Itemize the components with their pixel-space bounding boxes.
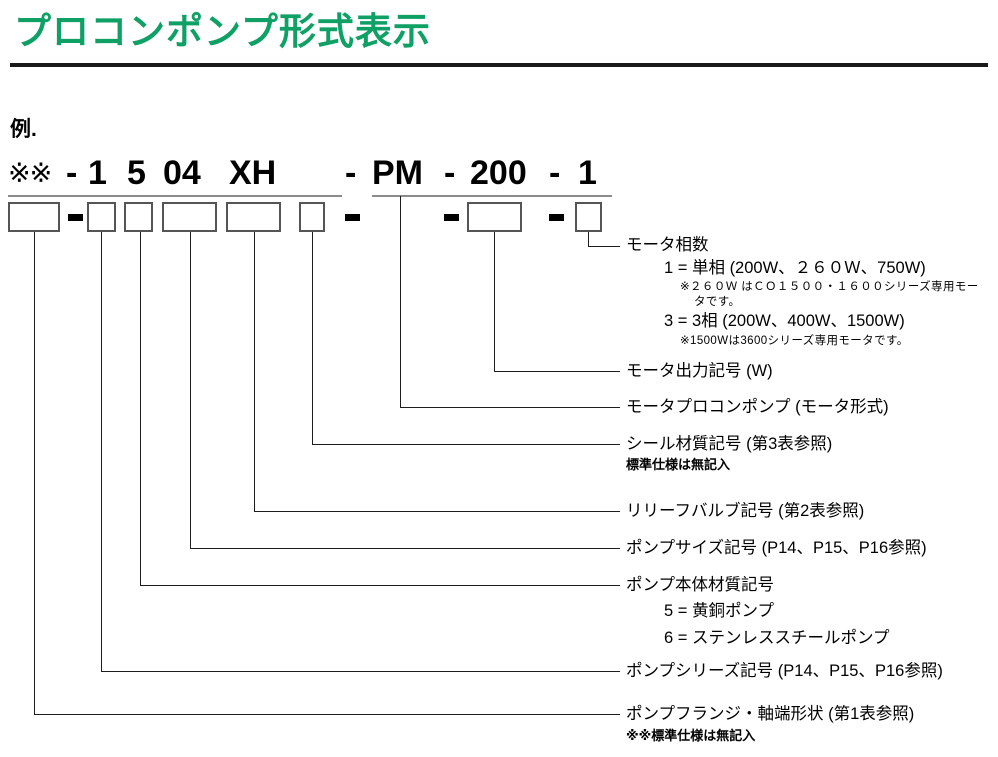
leader-v-pump-size — [190, 232, 191, 549]
leader-h-motor-output — [494, 371, 620, 372]
annotation-label-motor-output: モータ出力記号 (W) — [626, 362, 773, 380]
annotation-note-phase-260w-a: ※２６０Ｗ はＣＯ１５００・１６００シリーズ専用モー — [680, 281, 979, 293]
code-underline-left — [8, 195, 342, 197]
annotation-label-motor-phase: モータ相数 — [626, 236, 709, 254]
leader-h-seal — [312, 444, 620, 445]
code-token-phase: 1 — [578, 154, 597, 192]
leader-v-relief-valve — [254, 232, 255, 512]
leader-v-motor-output — [494, 232, 495, 372]
code-token-pm: PM — [372, 154, 423, 192]
field-box-valve[interactable] — [226, 202, 281, 232]
annotation-label-seal: シール材質記号 (第3表参照) — [626, 435, 833, 453]
code-token-output: 200 — [470, 154, 527, 192]
page-title: プロコンポンプ形式表示 — [14, 11, 431, 52]
code-token-dash-2: - — [345, 154, 357, 192]
code-token-size: 04 — [163, 154, 201, 192]
leader-h-relief-valve — [254, 511, 620, 512]
annotation-item-phase-3: 3 = 3相 (200W、400W、1500W) — [664, 312, 905, 330]
annotation-note-seal: 標準仕様は無記入 — [626, 457, 731, 472]
annotation-note-pump-flange: ※※標準仕様は無記入 — [626, 728, 756, 743]
separator-dash-3 — [444, 214, 459, 221]
field-box-flange[interactable] — [8, 202, 60, 232]
annotation-note-phase-260w-b: タです。 — [694, 296, 741, 308]
leader-v-pump-flange — [34, 232, 35, 715]
field-box-size[interactable] — [162, 202, 217, 232]
leader-h-pump-size — [190, 548, 620, 549]
leader-h-body-material — [140, 585, 620, 586]
leader-v-pump-series — [101, 232, 102, 672]
leader-v-motor-phase — [588, 232, 589, 247]
code-token-dash-3: - — [444, 154, 456, 192]
annotation-label-pump-size: ポンプサイズ記号 (P14、P15、P16参照) — [626, 539, 927, 557]
separator-dash-1 — [68, 214, 83, 221]
leader-h-pump-series — [101, 671, 620, 672]
leader-v-procon-pump — [400, 196, 401, 408]
field-box-phase[interactable] — [575, 202, 602, 232]
separator-dash-2 — [345, 214, 360, 221]
annotation-label-pump-flange: ポンプフランジ・軸端形状 (第1表参照) — [626, 705, 915, 723]
code-token-dash-4: - — [549, 154, 561, 192]
leader-h-pump-flange — [34, 714, 620, 715]
leader-v-seal — [312, 232, 313, 445]
leader-h-procon-pump — [400, 407, 620, 408]
code-underline-right — [372, 195, 612, 197]
code-token-dash-1: - — [66, 154, 78, 192]
annotation-item-material-6: 6 = ステンレススチールポンプ — [664, 629, 890, 647]
leader-v-body-material — [140, 232, 141, 586]
annotation-note-phase-1500w: ※1500Wは3600シリーズ専用モータです。 — [680, 335, 909, 347]
code-token-kome: ※※ — [8, 158, 52, 188]
field-box-series[interactable] — [87, 202, 116, 232]
annotation-item-material-5: 5 = 黄銅ポンプ — [664, 602, 774, 620]
code-token-material: 5 — [127, 154, 146, 192]
example-label: 例. — [10, 118, 37, 141]
title-divider — [10, 63, 988, 67]
annotation-label-relief-valve: リリーフバルブ記号 (第2表参照) — [626, 502, 865, 520]
annotation-label-pump-series: ポンプシリーズ記号 (P14、P15、P16参照) — [626, 662, 943, 680]
code-token-valve: XH — [229, 154, 277, 192]
field-box-seal[interactable] — [299, 202, 325, 232]
field-box-material[interactable] — [124, 202, 153, 232]
model-code-row: ※※ - 1 5 04 XH - PM - 200 - 1 — [0, 152, 640, 194]
code-token-series: 1 — [88, 154, 107, 192]
field-box-output[interactable] — [467, 202, 522, 232]
leader-h-motor-phase — [588, 246, 620, 247]
separator-dash-4 — [549, 214, 564, 221]
annotation-label-procon-pump: モータプロコンポンプ (モータ形式) — [626, 398, 889, 416]
annotation-label-body-material: ポンプ本体材質記号 — [626, 576, 775, 594]
annotation-item-phase-1: 1 = 単相 (200W、２６０Ｗ、750W) — [664, 259, 926, 277]
